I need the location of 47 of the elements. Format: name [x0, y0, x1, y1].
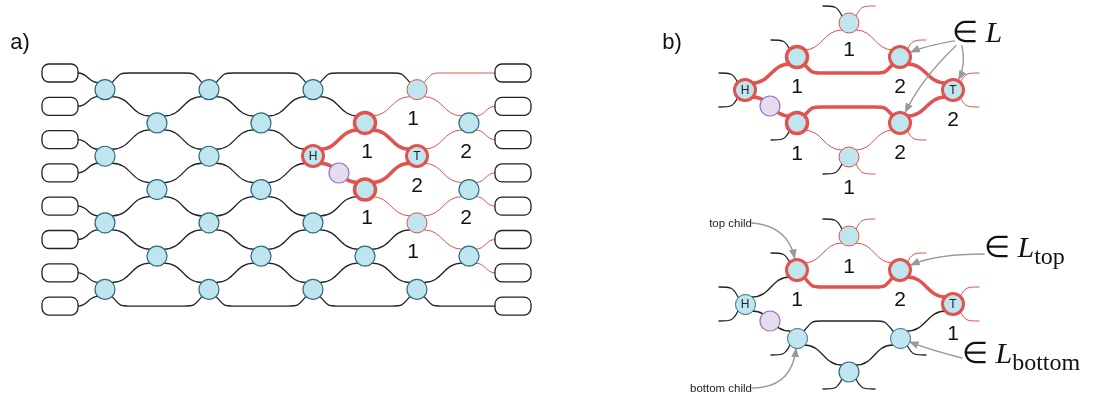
leader-arrow: [910, 40, 956, 53]
number-label: 1: [947, 321, 959, 343]
number-label: 1: [843, 175, 855, 197]
circle-node: [786, 327, 808, 349]
waveguide-line: [751, 310, 791, 332]
number-label: 1: [407, 106, 419, 128]
circle-node: T: [941, 78, 965, 102]
waveguide-line: [803, 320, 894, 332]
number-label: 2: [894, 140, 906, 162]
number-label: 1: [791, 141, 803, 163]
number-label: 1: [361, 205, 373, 227]
leader-arrow: [958, 45, 967, 81]
annotation-label: top child: [709, 216, 752, 230]
number-label: 2: [460, 205, 472, 227]
leader-arrow: [904, 45, 957, 114]
number-label: 2: [411, 173, 423, 195]
leader-arrow: [910, 253, 985, 266]
annotation-label: bottom child: [690, 381, 752, 395]
waveguide-line: [802, 275, 895, 289]
number-label: 2: [947, 107, 959, 129]
circle-node: T: [405, 144, 429, 169]
number-label: 2: [460, 139, 472, 161]
circle-node: [785, 258, 809, 282]
leader-arrow: [908, 341, 963, 359]
leader-arrow: [751, 222, 797, 260]
circle-node: H: [733, 78, 757, 102]
set-membership-label: ∈ L: [952, 14, 1003, 48]
circle-node: [888, 258, 912, 282]
panel-label: a): [10, 31, 30, 53]
number-label: 1: [791, 74, 803, 96]
number-label: 1: [361, 139, 373, 161]
number-label: 1: [843, 254, 855, 276]
set-membership-label: ∈ L$_{top}$: [984, 230, 1065, 270]
number-label: 1: [843, 37, 855, 59]
circle-node: [888, 111, 912, 135]
circle-node: H: [734, 293, 756, 315]
circle-node: T: [941, 292, 965, 316]
panel-label: b): [662, 31, 682, 53]
circle-node: [889, 327, 911, 349]
number-label: 1: [791, 287, 803, 309]
leader-arrow: [751, 347, 799, 389]
circle-node: H: [301, 144, 325, 169]
set-membership-label: ∈ L$_{bottom}$: [962, 336, 1081, 376]
number-label: 1: [407, 239, 419, 261]
number-label: 2: [894, 287, 906, 309]
circle-node: [888, 45, 912, 69]
number-label: 2: [894, 74, 906, 96]
